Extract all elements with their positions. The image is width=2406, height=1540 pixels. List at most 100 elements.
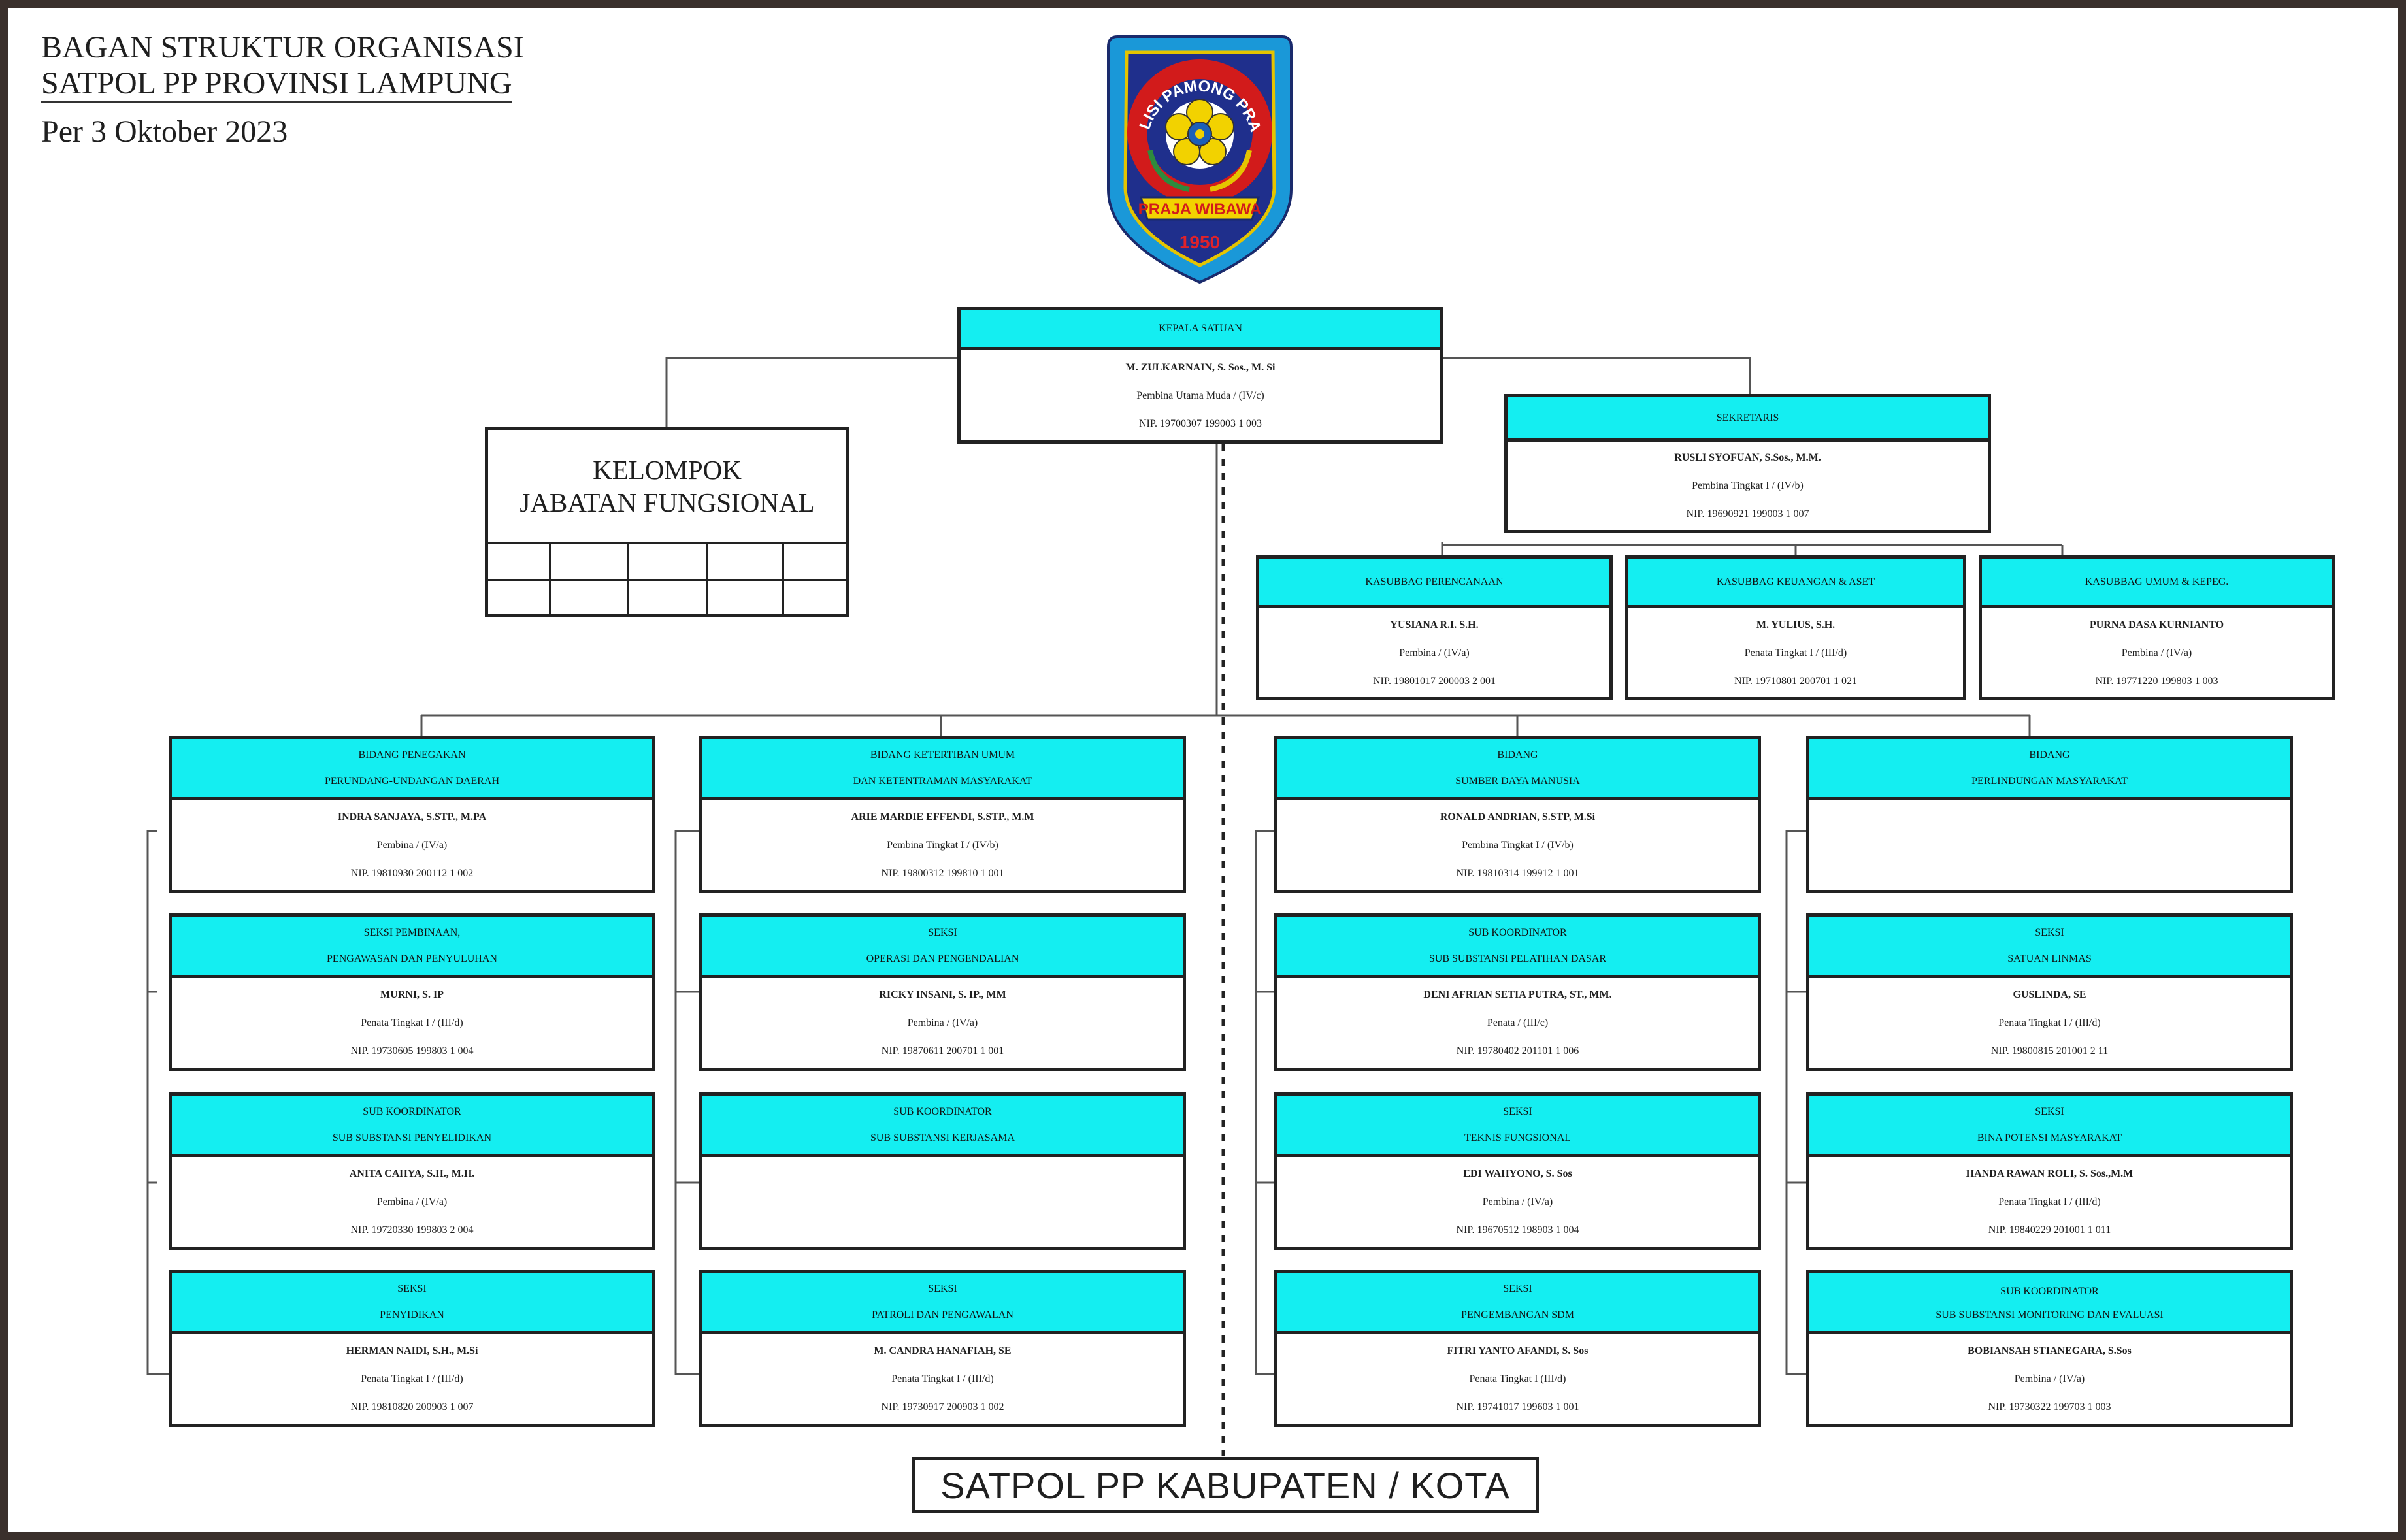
unit-head-rank: Pembina Tingkat I / (IV/b) [887, 840, 998, 851]
unit-head-nip: NIP. 19800815 201001 2 11 [1990, 1045, 2109, 1057]
unit-head-nip: NIP. 19810314 199912 1 001 [1456, 868, 1579, 879]
bidang-box: BIDANG PENEGAKAN PERUNDANG-UNDANGAN DAERA… [169, 736, 655, 893]
unit-title-line1: BIDANG [2029, 749, 2070, 761]
unit-title-line2: TEKNIS FUNGSIONAL [1464, 1132, 1572, 1143]
unit-head-nip: NIP. 19670512 198903 1 004 [1456, 1224, 1579, 1236]
kepala-satuan-rank: Pembina Utama Muda / (IV/c) [1136, 389, 1264, 401]
unit-head-nip: NIP. 19741017 199603 1 001 [1456, 1401, 1579, 1413]
kelompok-label-line1: KELOMPOK [593, 455, 742, 485]
kasubbag-title: KASUBBAG UMUM & KEPEG. [1982, 559, 2332, 608]
unit-title-line1: BIDANG [1497, 749, 1538, 761]
unit-title: SUB KOORDINATOR SUB SUBSTANSI KERJASAMA [702, 1096, 1183, 1157]
unit-head-name: EDI WAHYONO, S. Sos [1463, 1168, 1572, 1179]
kepala-satuan-title: KEPALA SATUAN [961, 310, 1440, 350]
unit-head-rank [702, 1188, 1183, 1216]
unit-box: SEKSI PENGEMBANGAN SDM FITRI YANTO AFANDI,… [1274, 1270, 1761, 1427]
unit-head-rank: Penata Tingkat I / (III/d) [891, 1373, 994, 1384]
unit-head-rank: Penata Tingkat I / (III/d) [361, 1373, 463, 1384]
unit-title-line2: PENYIDIKAN [380, 1309, 444, 1320]
unit-title-line2: SUB SUBSTANSI KERJASAMA [870, 1132, 1015, 1143]
kasubbag-box: KASUBBAG KEUANGAN & ASET M. YULIUS, S.H.… [1625, 555, 1966, 700]
kepala-satuan-box: KEPALA SATUAN M. ZULKARNAIN, S. Sos., M.… [957, 307, 1443, 444]
unit-head-rank: Penata / (III/c) [1487, 1017, 1549, 1028]
unit-head-rank [1809, 831, 2290, 859]
unit-title-line2: PERUNDANG-UNDANGAN DAERAH [324, 775, 500, 787]
unit-head-name: DENI AFRIAN SETIA PUTRA, ST., MM. [1423, 989, 1612, 1000]
unit-head-rank: Pembina Tingkat I / (IV/b) [1462, 840, 1574, 851]
chart-title-line2: SATPOL PP PROVINSI LAMPUNG [41, 66, 512, 103]
unit-head-rank: Pembina / (IV/a) [907, 1017, 978, 1028]
kepala-satuan-name: M. ZULKARNAIN, S. Sos., M. Si [1125, 361, 1276, 373]
unit-head-rank: Penata Tingkat I (III/d) [1469, 1373, 1566, 1384]
kasubbag-nip: NIP. 19710801 200701 1 021 [1734, 676, 1857, 687]
unit-title-line1: SEKSI [2035, 926, 2064, 938]
unit-title-line1: BIDANG PENEGAKAN [358, 749, 466, 761]
unit-title-line2: SUB SUBSTANSI PENYELIDIKAN [332, 1132, 492, 1143]
unit-title-line1: SEKSI [1503, 1283, 1532, 1294]
unit-head-name: RICKY INSANI, S. IP., MM [879, 989, 1006, 1000]
unit-title-line2: PENGEMBANGAN SDM [1461, 1309, 1574, 1320]
unit-title: SUB KOORDINATOR SUB SUBSTANSI PENYELIDIKA… [172, 1096, 652, 1157]
unit-head-nip: NIP. 19810820 200903 1 007 [350, 1401, 474, 1413]
kasubbag-nip: NIP. 19771220 199803 1 003 [2095, 676, 2218, 687]
unit-title-line1: SEKSI [928, 1283, 957, 1294]
unit-title: SEKSI PENGEMBANGAN SDM [1277, 1273, 1758, 1334]
unit-head-name: ANITA CAHYA, S.H., M.H. [349, 1168, 475, 1179]
unit-title: SEKSI BINA POTENSI MASYARAKAT [1809, 1096, 2290, 1157]
unit-head-nip: NIP. 19800312 199810 1 001 [881, 868, 1004, 879]
unit-title-line2: SUMBER DAYA MANUSIA [1455, 775, 1580, 787]
unit-head-nip: NIP. 19840229 201001 1 011 [1988, 1224, 2111, 1236]
kasubbag-rank: Penata Tingkat I / (III/d) [1744, 647, 1847, 659]
kepala-satuan-nip: NIP. 19700307 199003 1 003 [1138, 418, 1262, 429]
unit-title: BIDANG PENEGAKAN PERUNDANG-UNDANGAN DAERA… [172, 739, 652, 800]
unit-head-name: HERMAN NAIDI, S.H., M.Si [346, 1345, 478, 1356]
unit-title: SEKSI PENYIDIKAN [172, 1273, 652, 1334]
unit-head-name: INDRA SANJAYA, S.STP., M.PA [337, 811, 487, 823]
kasubbag-title: KASUBBAG KEUANGAN & ASET [1628, 559, 1963, 608]
unit-title-line1: SUB KOORDINATOR [893, 1106, 992, 1117]
unit-title-line1: SUB KOORDINATOR [2000, 1285, 2099, 1297]
unit-head-nip [702, 1216, 1183, 1244]
logo-year: 1950 [1179, 232, 1220, 252]
unit-title-line2: OPERASI DAN PENGENDALIAN [866, 953, 1019, 964]
kasubbag-nip: NIP. 19801017 200003 2 001 [1372, 676, 1496, 687]
sekretaris-name: RUSLI SYOFUAN, S.Sos., M.M. [1674, 452, 1821, 463]
satpol-pp-kabupaten-kota-box: SATPOL PP KABUPATEN / KOTA [912, 1457, 1539, 1513]
unit-head-name: HANDA RAWAN ROLI, S. Sos.,M.M [1966, 1168, 2134, 1179]
unit-title-line2: BINA POTENSI MASYARAKAT [1977, 1132, 2122, 1143]
logo-motto: PRAJA WIBAWA [1138, 201, 1261, 218]
kelompok-label-line2: JABATAN FUNGSIONAL [519, 487, 815, 517]
kasubbag-box: KASUBBAG UMUM & KEPEG. PURNA DASA KURNIA… [1979, 555, 2335, 700]
unit-title-line1: SUB KOORDINATOR [363, 1106, 461, 1117]
unit-head-name: FITRI YANTO AFANDI, S. Sos [1447, 1345, 1589, 1356]
unit-head-name: GUSLINDA, SE [2013, 989, 2086, 1000]
unit-head-rank: Pembina / (IV/a) [2014, 1373, 2085, 1384]
unit-box: SUB KOORDINATOR SUB SUBSTANSI MONITORING … [1806, 1270, 2293, 1427]
unit-title-line2: SATUAN LINMAS [2007, 953, 2092, 964]
kasubbag-title: KASUBBAG PERENCANAAN [1259, 559, 1609, 608]
unit-title-line1: SEKSI [397, 1283, 427, 1294]
unit-head-nip: NIP. 19730917 200903 1 002 [881, 1401, 1004, 1413]
sekretaris-rank: Pembina Tingkat I / (IV/b) [1692, 480, 1804, 491]
unit-title-line2: SUB SUBSTANSI MONITORING DAN EVALUASI [1936, 1309, 2164, 1320]
unit-title-line1: SEKSI [2035, 1106, 2064, 1117]
unit-head-rank: Penata Tingkat I / (III/d) [361, 1017, 463, 1028]
sekretaris-nip: NIP. 19690921 199003 1 007 [1686, 508, 1809, 519]
unit-title-line1: SEKSI PEMBINAAN, [363, 926, 461, 938]
unit-title: SEKSI PEMBINAAN,PENGAWASAN DAN PENYULUHA… [172, 917, 652, 978]
unit-title-line2: SUB SUBSTANSI PELATIHAN DASAR [1428, 953, 1607, 964]
unit-head-nip: NIP. 19730322 199703 1 003 [1988, 1401, 2111, 1413]
kasubbag-name: M. YULIUS, S.H. [1756, 619, 1836, 631]
unit-box: SUB KOORDINATOR SUB SUBSTANSI PENYELIDIKA… [169, 1092, 655, 1250]
